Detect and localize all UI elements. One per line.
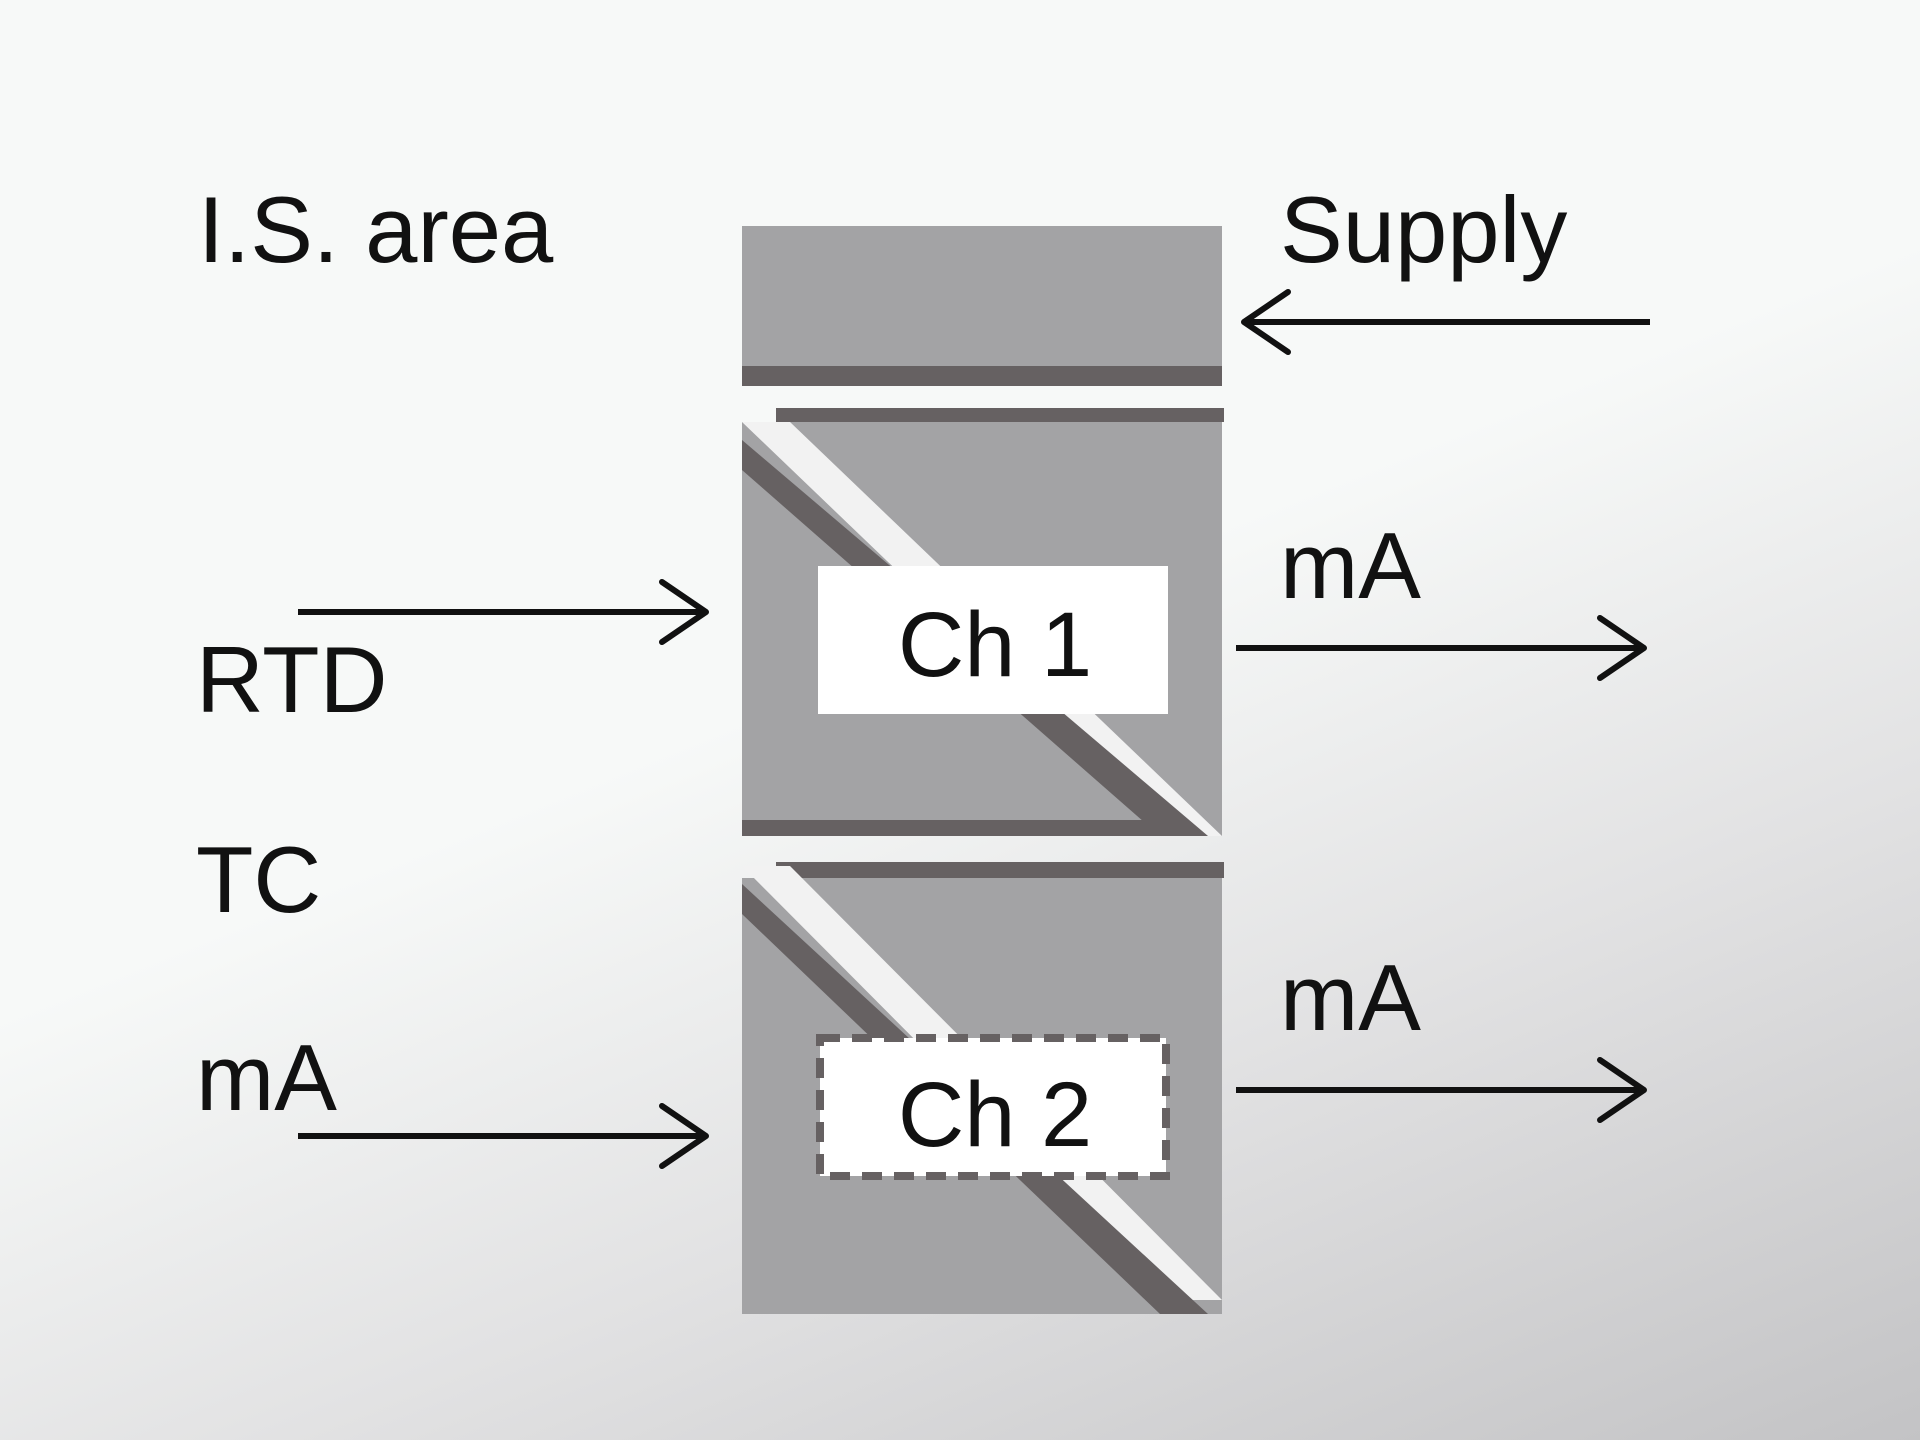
rtd-input-arrow xyxy=(298,579,709,645)
channel-1-output-label: mA xyxy=(1280,513,1421,618)
ma-input-label: mA xyxy=(196,1025,337,1130)
channel-2-box xyxy=(816,1034,1170,1180)
channel-1-box xyxy=(818,566,1168,714)
rtd-label: RTD xyxy=(196,627,388,732)
channel-1-output-arrow xyxy=(1236,615,1647,681)
supply-arrow xyxy=(1241,289,1650,355)
channel-2-output-label: mA xyxy=(1280,945,1421,1050)
is-area-label: I.S. area xyxy=(198,177,554,282)
supply-module xyxy=(742,226,1222,386)
ma-input-arrow xyxy=(298,1103,709,1169)
channel-2-module: Ch 2 xyxy=(742,862,1224,1314)
channel-1-label: Ch 1 xyxy=(898,594,1092,696)
channel-1-module: Ch 1 xyxy=(742,408,1224,836)
tc-label: TC xyxy=(196,827,321,932)
channel-2-output-arrow xyxy=(1236,1057,1647,1123)
supply-label: Supply xyxy=(1280,177,1567,282)
channel-2-label: Ch 2 xyxy=(898,1064,1092,1166)
